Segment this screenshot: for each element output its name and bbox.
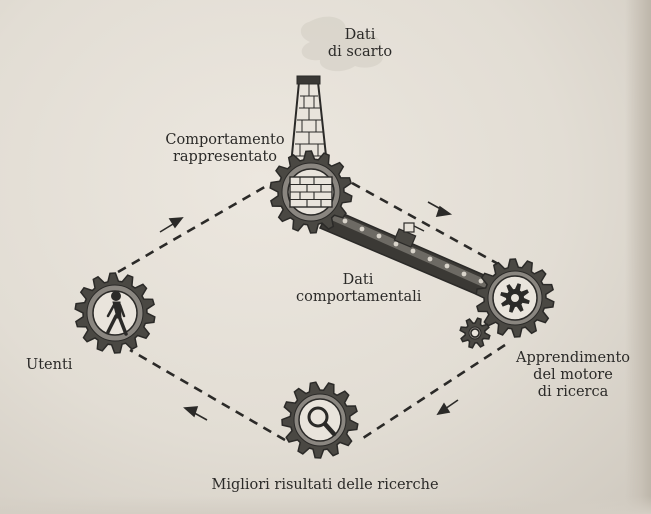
waste-data-line2: di scarto bbox=[327, 44, 393, 60]
belt-rollers bbox=[342, 218, 484, 284]
represented-behavior-line2: rappresentato bbox=[172, 149, 278, 165]
path-users-to-behavior bbox=[117, 183, 269, 274]
behavioral-data-line2: comportamentali bbox=[296, 289, 422, 305]
engine-learning-line1: Apprendimento bbox=[515, 350, 631, 366]
arrow-down-left-icon bbox=[436, 399, 459, 416]
engine-learning-line3: di ricerca bbox=[537, 384, 609, 400]
behavioral-data-label: Dati comportamentali bbox=[296, 272, 422, 306]
gear-small-icon bbox=[459, 317, 491, 349]
waste-data-label: Dati di scarto bbox=[322, 27, 398, 61]
represented-behavior-label: Comportamento rappresentato bbox=[155, 132, 295, 166]
page-edge-bottom bbox=[0, 496, 651, 514]
users-label: Utenti bbox=[26, 357, 73, 373]
page-edge-right bbox=[625, 0, 651, 514]
direction-arrows bbox=[159, 201, 459, 421]
path-behavior-to-learning bbox=[351, 181, 501, 267]
cog-icon bbox=[500, 283, 530, 313]
arrow-up-left-icon bbox=[183, 406, 208, 421]
represented-behavior-line1: Comportamento bbox=[165, 132, 285, 148]
behavioral-data-line1: Dati bbox=[342, 272, 374, 288]
waste-data-line1: Dati bbox=[344, 27, 376, 43]
engine-learning-line2: del motore bbox=[533, 367, 613, 383]
belt-machine-icon bbox=[393, 222, 425, 248]
arrow-up-right-icon bbox=[159, 217, 184, 233]
cycle-paths bbox=[117, 181, 506, 442]
walking-person-icon bbox=[106, 291, 128, 336]
path-learning-to-results bbox=[359, 343, 506, 442]
engine-learning-label: Apprendimento del motore di ricerca bbox=[510, 350, 636, 401]
brick-wall-icon bbox=[289, 176, 333, 208]
conveyor-belt-icon bbox=[318, 207, 502, 301]
gear-users-icon bbox=[74, 272, 156, 354]
better-results-label: Migliori risultati delle ricerche bbox=[211, 477, 439, 493]
arrow-down-right-icon bbox=[427, 201, 453, 217]
path-results-to-users bbox=[129, 348, 286, 442]
magnifier-icon bbox=[307, 406, 337, 437]
